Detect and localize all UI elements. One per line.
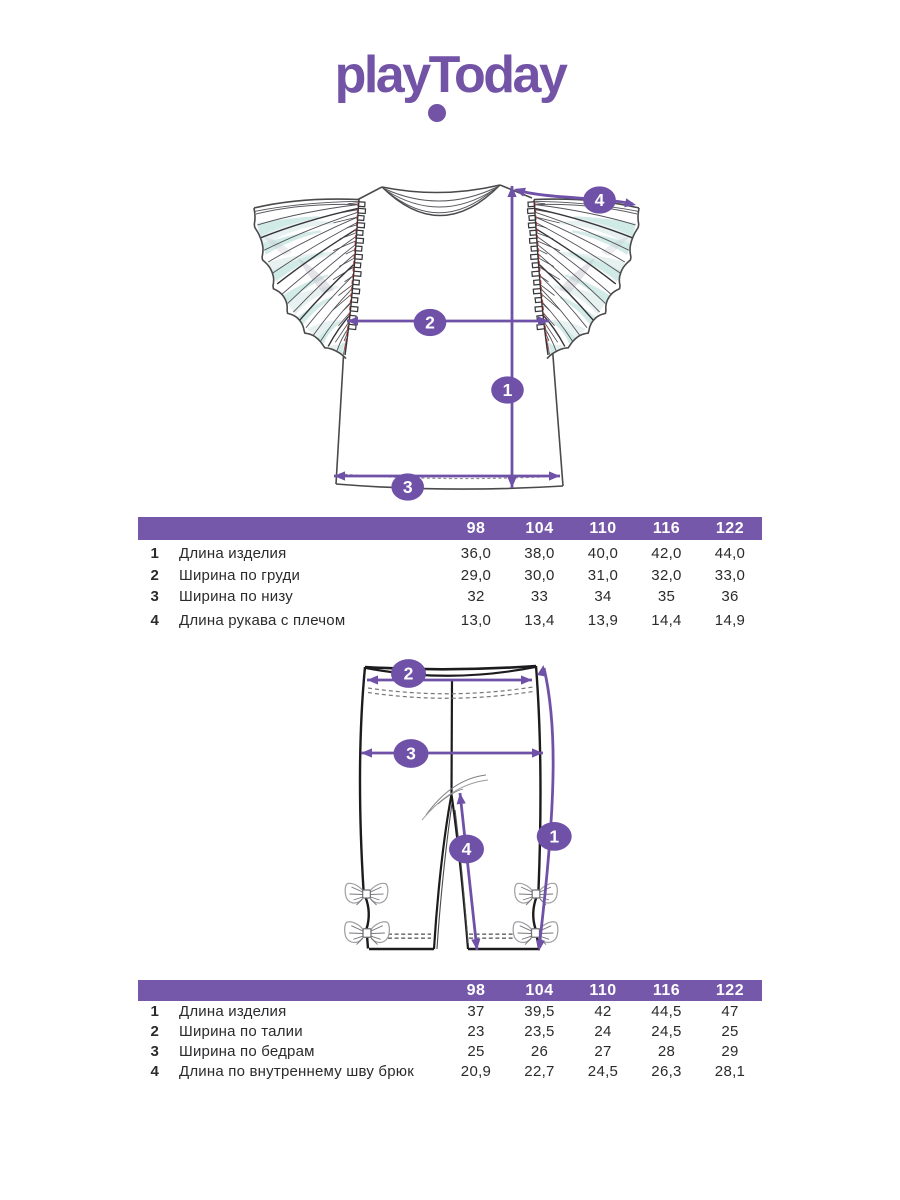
svg-text:1: 1 [503,380,513,400]
svg-text:1: 1 [549,827,559,847]
svg-text:4: 4 [595,190,605,210]
svg-text:3: 3 [406,744,416,764]
svg-text:2: 2 [425,313,435,333]
svg-text:2: 2 [404,664,414,684]
svg-text:4: 4 [462,839,472,859]
svg-text:3: 3 [403,477,413,497]
